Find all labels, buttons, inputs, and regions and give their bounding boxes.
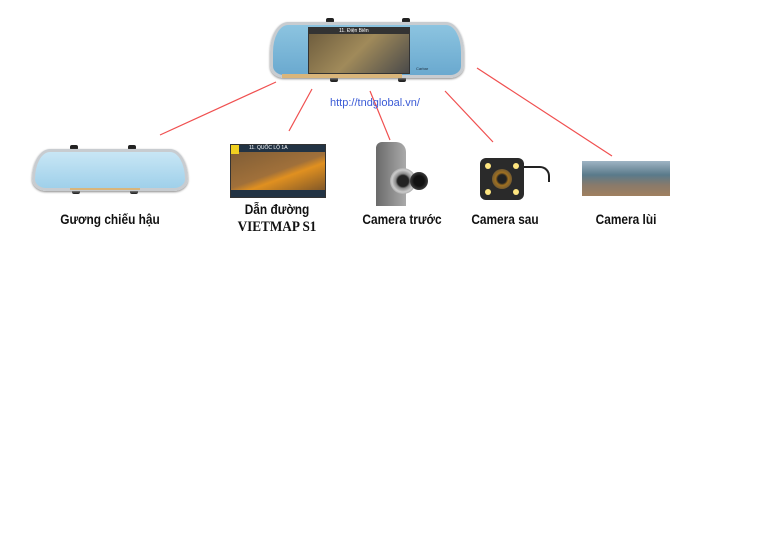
connector-navigation xyxy=(288,88,313,132)
label-rearview-mirror: Gương chiếu hậu xyxy=(60,212,160,227)
vietmap-screen-header: 11. QUỐC LỘ 1A xyxy=(231,145,325,152)
connector-rear-camera xyxy=(444,90,494,143)
front-camera-image xyxy=(376,142,436,206)
label-reverse-camera: Camera lùi xyxy=(595,212,657,227)
vietmap-screen-image: 11. QUỐC LỘ 1A xyxy=(230,144,326,198)
connector-mirror xyxy=(159,81,277,136)
label-navigation: Dẫn đường xyxy=(244,202,310,217)
main-mirror-product: 11. Điện Biên Carbar xyxy=(270,16,466,82)
screen-header: 11. Điện Biên xyxy=(309,28,409,34)
connector-reverse-camera xyxy=(476,67,613,157)
brand-logo: Carbar xyxy=(416,66,429,71)
rear-camera-image xyxy=(480,158,556,202)
label-front-camera: Camera trước xyxy=(362,212,442,227)
website-link[interactable]: http://tndglobal.vn/ xyxy=(330,97,420,109)
connector-front-camera xyxy=(369,90,391,141)
rearview-mirror-image xyxy=(30,145,190,195)
label-rear-camera: Camera sau xyxy=(471,212,539,227)
reverse-camera-view-image xyxy=(582,161,670,196)
navigation-screen: 11. Điện Biên xyxy=(308,27,410,74)
label-vietmap-s1: VIETMAP S1 xyxy=(237,219,317,235)
